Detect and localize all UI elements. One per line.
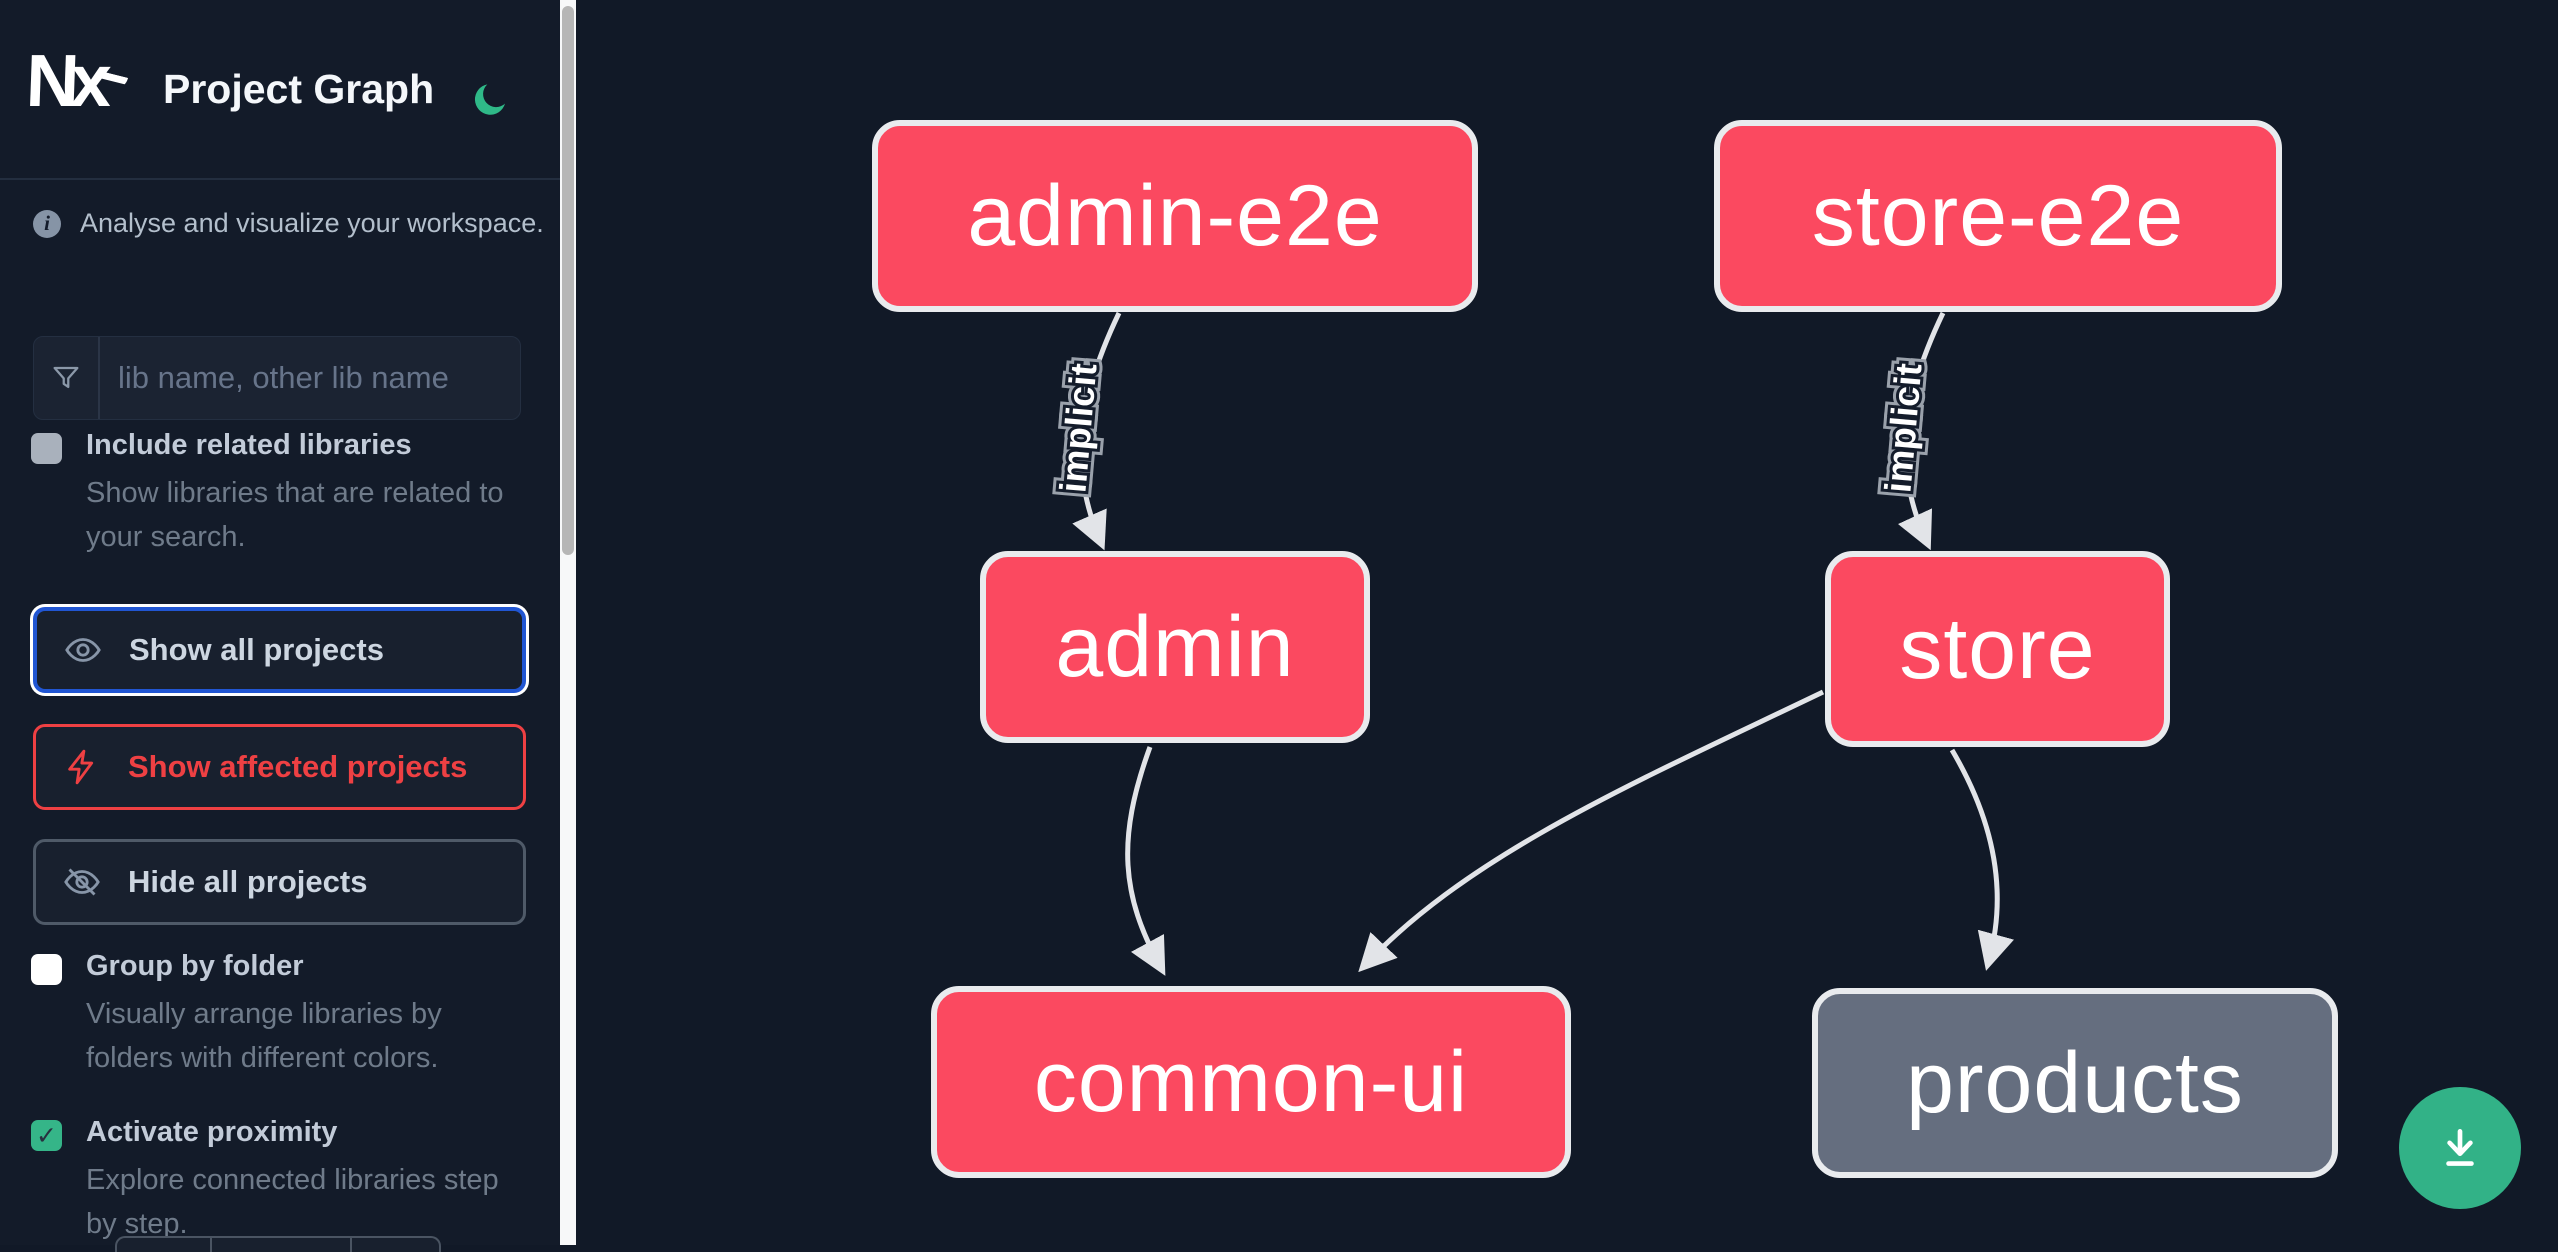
hide-all-projects-button[interactable]: Hide all projects [33,839,526,925]
edge-admin-to-common-ui [1125,746,1166,976]
dark-mode-moon-icon[interactable] [470,80,510,120]
eye-icon [63,630,103,670]
graph-node-store-e2e[interactable]: store-e2e [1714,120,2282,312]
edge-store-to-products [1949,748,2015,971]
info-icon: i [33,209,61,238]
edge-admin-e2e-to-admin [1072,311,1122,551]
eye-off-icon [62,862,102,902]
hide-all-projects-label: Hide all projects [128,864,368,899]
edge-store-e2e-to-store [1897,311,1946,551]
sidebar-scrollbar-thumb[interactable] [562,6,574,555]
activate-proximity-checkbox[interactable]: ✓ [31,1120,62,1151]
activate-proximity-label: Activate proximity [86,1116,338,1148]
bolt-icon [62,747,102,787]
workspace-tagline-row: i Analyse and visualize your workspace. [33,208,544,239]
sidebar-scrollbar-track[interactable] [560,0,576,1245]
graph-node-products[interactable]: products [1812,988,2338,1178]
project-filter-search [33,336,521,420]
sidebar: Nx Project Graph i Analyse and visualize… [0,0,560,1252]
activate-proximity-description: Explore connected libraries step by step… [86,1164,499,1240]
group-by-folder-checkbox[interactable] [31,954,62,985]
search-input[interactable] [100,337,520,419]
download-icon [2446,1129,2474,1166]
show-affected-projects-label: Show affected projects [128,749,468,784]
include-related-checkbox[interactable] [31,433,62,464]
include-related-description: Show libraries that are related to your … [86,477,504,553]
show-all-projects-button[interactable]: Show all projects [33,607,526,693]
group-by-folder-label: Group by folder [86,950,304,982]
include-related-label: Include related libraries [86,429,412,461]
workspace-tagline: Analyse and visualize your workspace. [80,208,544,238]
show-all-projects-label: Show all projects [129,632,384,667]
funnel-icon [34,337,100,419]
graph-node-admin-e2e[interactable]: admin-e2e [872,120,1478,312]
sidebar-header: Nx Project Graph [0,0,560,180]
graph-node-common-ui[interactable]: common-ui [931,986,1571,1178]
graph-node-admin[interactable]: admin [980,551,1370,743]
edge-store-to-common-ui [1358,689,1825,973]
graph-node-store[interactable]: store [1825,551,2170,747]
show-affected-projects-button[interactable]: Show affected projects [33,724,526,810]
download-graph-button[interactable] [2399,1087,2521,1209]
group-by-folder-description: Visually arrange libraries by folders wi… [86,998,442,1074]
page-title: Project Graph [163,66,435,112]
